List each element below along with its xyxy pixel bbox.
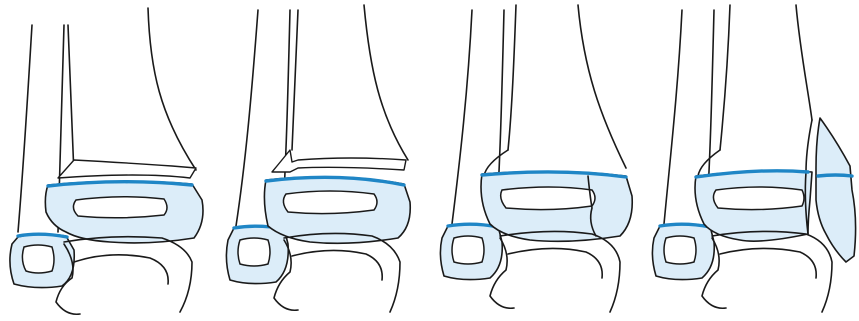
talus-1 bbox=[56, 237, 192, 315]
tibia-fragment-4 bbox=[816, 118, 856, 262]
fibula-1 bbox=[10, 25, 74, 288]
panel-1 bbox=[10, 8, 203, 314]
fibula-3 bbox=[440, 10, 504, 280]
panel-2 bbox=[226, 5, 410, 312]
metaphysis-1 bbox=[58, 160, 196, 178]
fibula-2 bbox=[226, 10, 290, 284]
fragment-physis-4 bbox=[818, 175, 852, 176]
panel-3 bbox=[440, 5, 632, 312]
metaphysis-fragment-2 bbox=[272, 150, 406, 172]
fibula-4 bbox=[652, 10, 714, 280]
fracture-line-4a bbox=[806, 120, 812, 172]
talus-3 bbox=[490, 231, 620, 312]
tibia-1 bbox=[45, 8, 203, 243]
talus-2 bbox=[274, 233, 400, 312]
talus-4 bbox=[702, 231, 832, 312]
panel-4 bbox=[652, 5, 855, 312]
tibia-4 bbox=[695, 5, 856, 262]
